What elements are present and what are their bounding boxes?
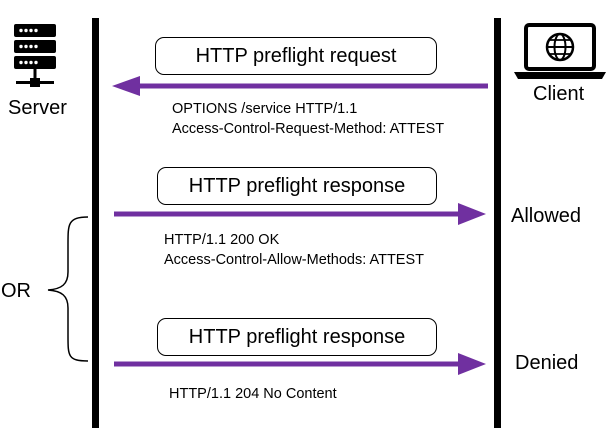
request-line-1: OPTIONS /service HTTP/1.1 (172, 101, 358, 117)
server-timeline (92, 18, 99, 428)
allowed-line-2: Access-Control-Allow-Methods: ATTEST (164, 252, 424, 268)
allowed-line-1: HTTP/1.1 200 OK (164, 232, 280, 248)
denied-label: Denied (515, 352, 579, 374)
denied-line-1: HTTP/1.1 204 No Content (169, 386, 337, 402)
allowed-response-message: HTTP/1.1 200 OK Access-Control-Allow-Met… (164, 230, 424, 270)
denied-response-message: HTTP/1.1 204 No Content (169, 384, 337, 404)
or-label: OR (1, 280, 31, 302)
laptop-globe-icon (514, 23, 606, 79)
request-arrow (112, 76, 488, 96)
server-label: Server (8, 97, 67, 119)
preflight-request-box: HTTP preflight request (155, 37, 437, 75)
server-rack-icon (14, 24, 56, 87)
client-label: Client (533, 83, 585, 105)
request-line-2: Access-Control-Request-Method: ATTEST (172, 121, 445, 137)
preflight-response-allowed-box: HTTP preflight response (157, 167, 437, 205)
or-brace (47, 216, 89, 362)
client-timeline (494, 18, 501, 428)
preflight-response-denied-box: HTTP preflight response (157, 318, 437, 356)
allowed-response-arrow (114, 203, 486, 225)
allowed-label: Allowed (511, 205, 582, 227)
request-message: OPTIONS /service HTTP/1.1 Access-Control… (172, 99, 444, 139)
denied-response-arrow (114, 353, 486, 375)
